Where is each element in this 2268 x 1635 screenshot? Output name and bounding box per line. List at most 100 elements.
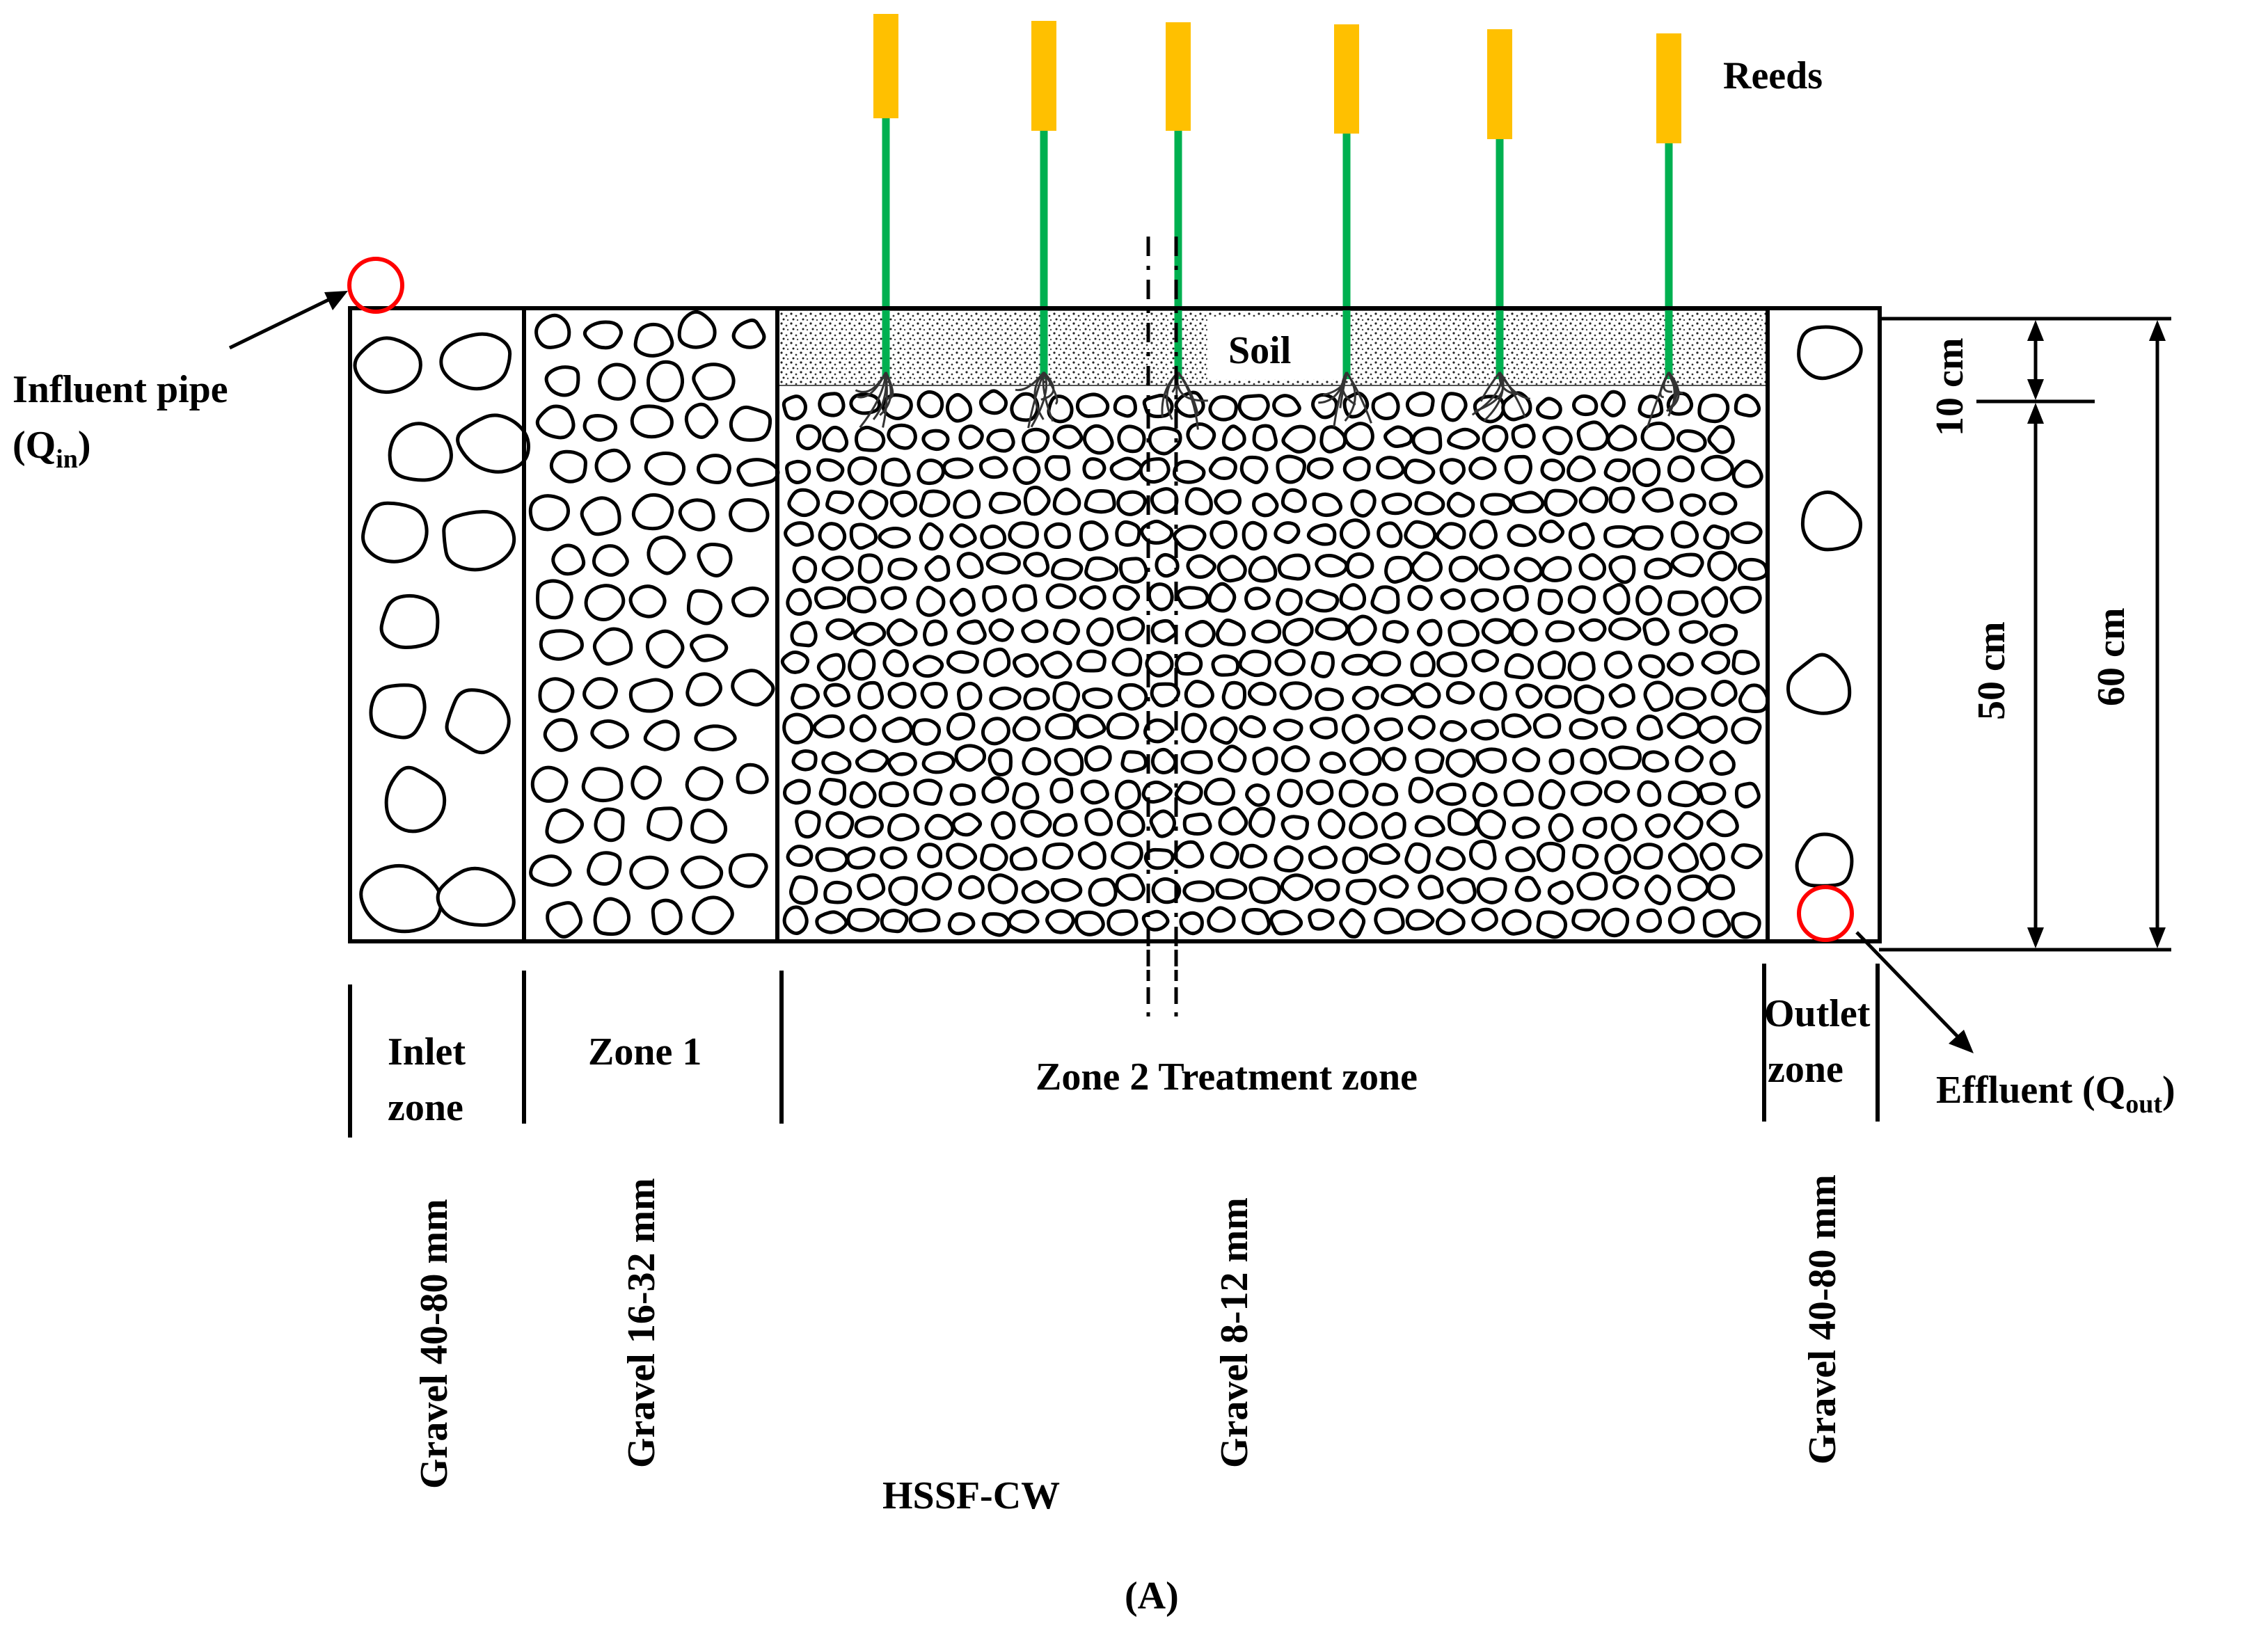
gravel-stone-small bbox=[1670, 520, 1699, 549]
gravel-stone-small bbox=[1370, 585, 1400, 614]
gravel-stone-small bbox=[1081, 687, 1113, 710]
gravel-stone-small bbox=[1711, 679, 1738, 707]
gravel-stone-small bbox=[812, 714, 845, 739]
gravel-stone-medium bbox=[690, 634, 729, 662]
gravel-stone-small bbox=[1504, 653, 1535, 680]
gravel-stone-small bbox=[823, 880, 853, 904]
gravel-stone-small bbox=[1052, 424, 1084, 449]
gravel-stone-small bbox=[1580, 747, 1607, 775]
gravel-stone-small bbox=[1107, 909, 1139, 936]
gravel-stone-small bbox=[1184, 487, 1213, 516]
gravel-stone-medium bbox=[685, 672, 722, 707]
gravel-stone-small bbox=[1730, 521, 1763, 545]
gravel-stone-small bbox=[1282, 617, 1314, 647]
gravel-stone-small bbox=[988, 491, 1022, 515]
gravel-stone-small bbox=[1468, 456, 1497, 480]
gravel-stone-small bbox=[1341, 653, 1372, 676]
gravel-stone-small bbox=[1277, 553, 1311, 581]
gravel-stone-small bbox=[821, 555, 854, 582]
gravel-stone-small bbox=[849, 523, 878, 550]
gravel-stone-medium bbox=[546, 901, 583, 939]
gravel-stone-small bbox=[989, 686, 1022, 710]
gravel-stone-large bbox=[1797, 325, 1863, 381]
gravel-stone-small bbox=[1076, 649, 1107, 673]
gravel-stone-small bbox=[1012, 653, 1039, 678]
panel-label: (A) bbox=[1125, 1574, 1179, 1618]
gravel-stone-small bbox=[1351, 685, 1379, 710]
gravel-stone-small bbox=[795, 810, 821, 839]
gravel-stone-small bbox=[958, 424, 984, 450]
gravel-stone-small bbox=[782, 394, 808, 421]
gravel-stone-small bbox=[1578, 553, 1607, 581]
gravel-stone-small bbox=[1536, 910, 1568, 939]
gravel-stone-small bbox=[1080, 779, 1109, 805]
gravel-stone-small bbox=[1084, 808, 1113, 836]
gravel-stone-small bbox=[1174, 781, 1203, 805]
gravel-stone-small bbox=[786, 845, 814, 867]
centre-line bbox=[1146, 237, 1178, 981]
gravel-stone-medium bbox=[584, 584, 626, 622]
gravel-stone-medium bbox=[539, 629, 584, 661]
gravel-inlet-label: Gravel 40-80 mm bbox=[413, 1199, 456, 1489]
gravel-stone-small bbox=[1548, 813, 1574, 843]
gravel-stone-medium bbox=[592, 627, 633, 666]
gravel-stone-small bbox=[1045, 583, 1077, 609]
gravel-stone-small bbox=[780, 651, 810, 674]
gravel-stone-small bbox=[1379, 875, 1409, 899]
gravel-stone-medium bbox=[644, 451, 686, 486]
gravel-stone-small bbox=[1636, 714, 1663, 741]
gravel-stone-large bbox=[1795, 832, 1854, 888]
gravel-stone-medium bbox=[593, 897, 631, 936]
gravel-stone-small bbox=[1644, 874, 1672, 906]
gravel-stone-small bbox=[1075, 714, 1107, 739]
gravel-stone-small bbox=[1274, 648, 1306, 676]
gravel-stone-small bbox=[1435, 908, 1466, 936]
gravel-stone-small bbox=[1511, 423, 1536, 449]
gravel-stone-large bbox=[439, 332, 512, 391]
gravel-stone-small bbox=[1471, 907, 1498, 932]
gravel-stone-small bbox=[1109, 456, 1143, 481]
gravel-stone-medium bbox=[643, 719, 680, 751]
gravel-stone-small bbox=[1182, 812, 1212, 836]
gravel-stone-small bbox=[1012, 584, 1038, 612]
gravel-stone-small bbox=[1150, 747, 1177, 774]
gravel-stone-small bbox=[1147, 582, 1174, 612]
gravel-stone-small bbox=[1667, 843, 1699, 873]
gravel-stone-small bbox=[858, 489, 889, 520]
gravel-stone-small bbox=[846, 907, 880, 932]
gravel-stone-large bbox=[442, 509, 516, 572]
gravel-stone-medium bbox=[728, 853, 768, 888]
gravel-stone-small bbox=[1042, 842, 1074, 870]
gravel-stone-small bbox=[988, 618, 1015, 642]
gravel-stone-small bbox=[921, 872, 952, 901]
gravel-stone-small bbox=[956, 552, 984, 580]
gravel-stone-small bbox=[1111, 841, 1143, 870]
gravel-stone-small bbox=[1277, 779, 1303, 808]
gravel-stone-small bbox=[1116, 490, 1147, 516]
gravel-stone-small bbox=[822, 425, 849, 453]
gravel-stone-small bbox=[1472, 781, 1498, 808]
gravel-stone-small bbox=[1020, 809, 1052, 838]
gravel-stone-small bbox=[924, 813, 955, 840]
gravel-stone-small bbox=[1151, 877, 1182, 904]
gravel-stone-small bbox=[1280, 873, 1314, 902]
reed-root bbox=[879, 372, 892, 416]
gravel-stone-medium bbox=[633, 322, 674, 358]
gravel-stone-small bbox=[1503, 779, 1534, 807]
gravel-stone-small bbox=[1118, 683, 1148, 711]
gravel-stone-small bbox=[1319, 751, 1347, 774]
gravel-stone-small bbox=[1237, 394, 1270, 421]
gravel-stone-small bbox=[1120, 750, 1148, 773]
gravel-stone-small bbox=[946, 843, 978, 870]
gravel-zone1-label: Gravel 16-32 mm bbox=[620, 1178, 663, 1468]
tank-outline bbox=[348, 306, 1882, 943]
gravel-stone-medium bbox=[534, 313, 571, 349]
gravel-stone-small bbox=[888, 876, 918, 907]
dim-10-label: 10 cm bbox=[1928, 337, 1972, 436]
gravel-stone-medium bbox=[580, 496, 621, 536]
gravel-stone-small bbox=[1699, 842, 1726, 871]
gravel-stone-small bbox=[1339, 583, 1367, 611]
influent-q-close: ) bbox=[78, 424, 91, 467]
gravel-stone-medium bbox=[692, 895, 734, 935]
gravel-stone-small bbox=[958, 875, 985, 900]
